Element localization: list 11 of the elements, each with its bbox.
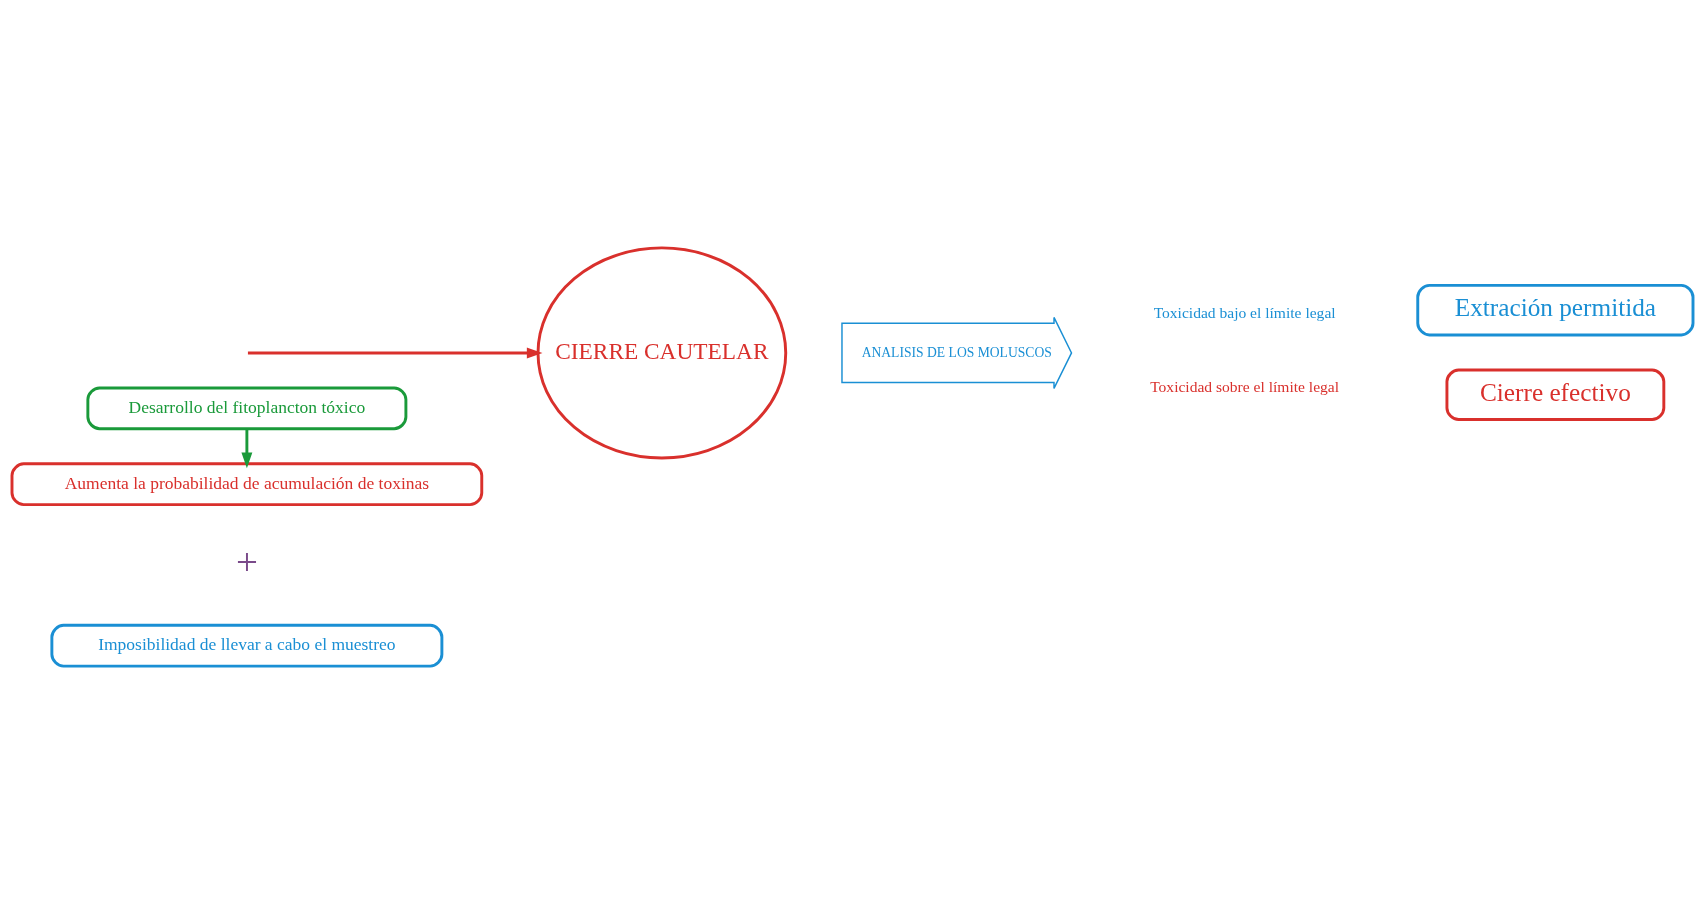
node-box: Desarrollo del fitoplancton tóxico — [86, 386, 408, 431]
node-ellipse: CIERRE CAUTELAR — [536, 246, 788, 460]
label: Toxicidad sobre el límite legal — [1150, 377, 1340, 395]
node-box: Cierre efectivo — [1445, 368, 1666, 421]
node-box: Extración permitida — [1416, 283, 1695, 337]
arrow — [241, 429, 253, 469]
label: + — [235, 539, 258, 583]
node-box: Aumenta la probabilidad de acumulación de toxinas — [10, 462, 484, 507]
label: Toxicidad bajo el límite legal — [1153, 303, 1336, 321]
node-box: Imposibilidad de llevar a cabo el muestreo — [50, 623, 444, 668]
arrow — [247, 347, 543, 359]
